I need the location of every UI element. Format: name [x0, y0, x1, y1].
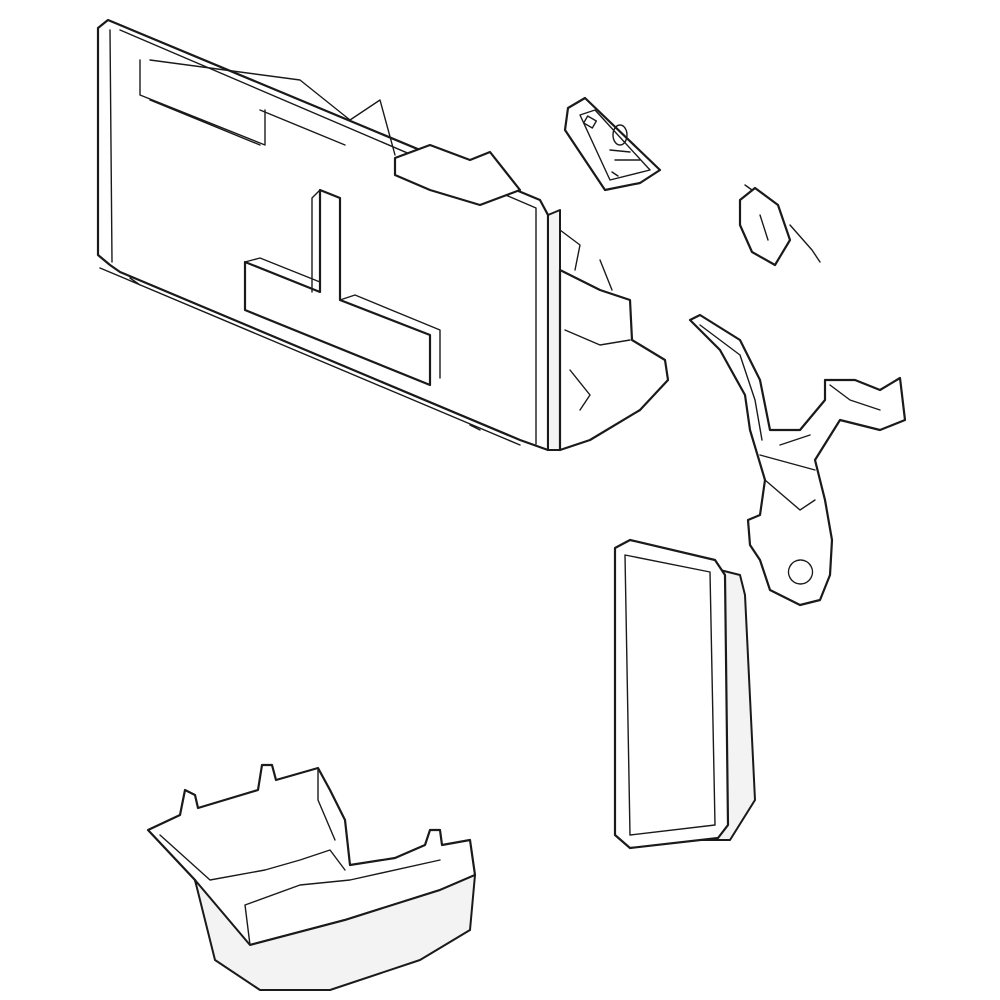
- dispenser-lever-bracket: [688, 313, 907, 607]
- dispenser-pad: [613, 538, 756, 850]
- switch: [738, 184, 821, 267]
- dispenser-housing: [96, 18, 670, 452]
- drip-tray: [146, 763, 477, 991]
- control-board: [563, 96, 662, 192]
